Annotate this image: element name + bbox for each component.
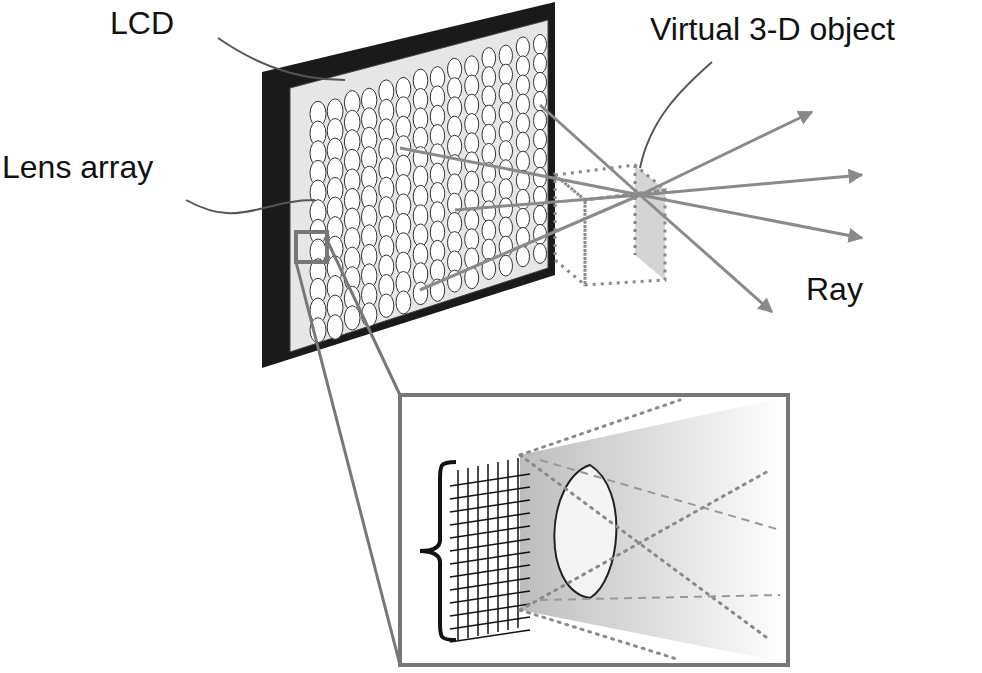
- lenslet: [534, 205, 547, 225]
- lenslet: [465, 133, 479, 155]
- lenslet: [516, 189, 529, 209]
- lenslet: [482, 182, 496, 203]
- pixel-grid-line: [497, 462, 499, 632]
- lenslet: [448, 135, 462, 157]
- lenslet: [327, 315, 343, 340]
- pixel-grid-line: [450, 487, 530, 499]
- lenslet: [465, 114, 479, 136]
- lenslet: [482, 220, 496, 241]
- lenslet: [465, 56, 479, 78]
- lenslet: [499, 179, 512, 200]
- lenslet: [499, 141, 512, 162]
- lenslet: [499, 217, 512, 238]
- lenslet: [482, 67, 496, 88]
- lenslet: [413, 282, 428, 305]
- lenslet: [534, 129, 547, 149]
- lenslet: [516, 246, 529, 266]
- pixel-grid-line: [450, 578, 530, 590]
- pixel-grid-line: [450, 474, 530, 486]
- lenslet: [379, 294, 394, 317]
- lenslet: [516, 208, 529, 228]
- lenslet: [534, 148, 547, 168]
- lenslet: [482, 124, 496, 145]
- lenslet: [534, 110, 547, 130]
- pixel-grid-line: [450, 513, 530, 525]
- lcd-face: [290, 20, 548, 352]
- pixel-grid-line: [450, 565, 530, 577]
- lenslet: [516, 151, 529, 171]
- lenslet: [516, 75, 529, 95]
- pixel-grid-line: [507, 460, 509, 630]
- lenslet: [499, 198, 512, 219]
- lenslet: [516, 94, 529, 114]
- pixel-grid-line: [450, 617, 530, 629]
- leader-lines: [186, 38, 712, 213]
- lenslet: [465, 229, 479, 251]
- lenslet: [499, 121, 512, 142]
- pixel-grid-line: [450, 591, 530, 603]
- light-rays: [400, 105, 862, 312]
- zoom-line: [327, 240, 400, 395]
- lenslet: [499, 64, 512, 85]
- part-label: LCD: [110, 6, 174, 41]
- lenslet: [448, 232, 462, 254]
- lenslet: [482, 105, 496, 126]
- lenslet: [499, 102, 512, 123]
- part-label: Ray: [806, 272, 863, 307]
- pixel-grid-line: [450, 539, 530, 551]
- pixel-grid-line: [450, 552, 530, 564]
- pixel-grid-line: [450, 630, 530, 642]
- lenslet: [482, 201, 496, 222]
- lenslet: [516, 113, 529, 133]
- pixel-grid-line: [450, 500, 530, 512]
- lenslet: [465, 171, 479, 193]
- lenslet: [448, 97, 462, 119]
- lenslet: [465, 75, 479, 97]
- lcd-frame: [262, 2, 555, 368]
- lenslet: [448, 174, 462, 196]
- pixel-grid-line: [450, 526, 530, 538]
- zoom-line: [296, 262, 400, 665]
- lenslet: [448, 58, 462, 80]
- lenslet: [516, 132, 529, 152]
- lenslet: [499, 83, 512, 104]
- lenslet: [534, 72, 547, 92]
- lenslet: [516, 56, 529, 76]
- lenslet: [482, 86, 496, 107]
- lenslet: [482, 143, 496, 164]
- zoom-marker: [296, 232, 327, 262]
- lenslet: [344, 306, 360, 330]
- pixel-grid-line: [450, 604, 530, 616]
- lenslet: [516, 37, 529, 57]
- pixel-grid-line: [477, 466, 479, 636]
- lenslet: [482, 48, 496, 69]
- lenslet: [396, 291, 411, 314]
- lenslet: [465, 210, 479, 232]
- pixel-grid-line: [487, 464, 489, 634]
- lenslet: [499, 255, 512, 276]
- lenslet: [448, 78, 462, 100]
- lenslet: [534, 243, 547, 263]
- inset-detail: [400, 395, 788, 665]
- pixel-grid-line: [517, 458, 519, 628]
- lenslet: [465, 94, 479, 116]
- lenslet: [534, 53, 547, 73]
- lenslet: [534, 34, 547, 54]
- lenslet: [499, 45, 512, 66]
- lenslet: [448, 193, 462, 215]
- part-label: Virtual 3-D object: [650, 12, 895, 47]
- lens-array: [310, 34, 547, 342]
- lenslet: [448, 212, 462, 234]
- part-label: Lens array: [2, 150, 153, 185]
